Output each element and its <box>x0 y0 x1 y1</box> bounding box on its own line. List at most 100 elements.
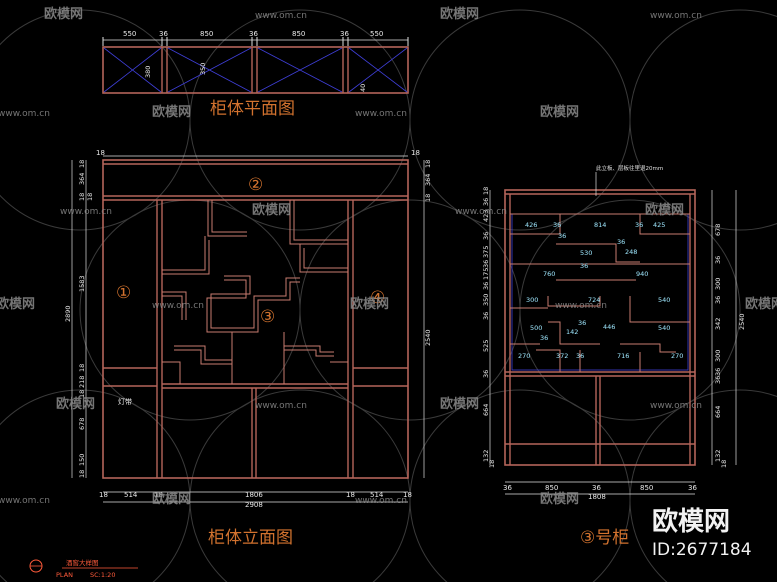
elev-bot-dim-1: 18 <box>99 491 108 499</box>
cab3-dim-i: 36 <box>617 238 625 246</box>
elev-left-dim-11: 150 <box>78 454 86 466</box>
cab3-dim-u: 36 <box>540 334 548 342</box>
cab3-dim-z: 270 <box>671 352 683 360</box>
watermark-logo-9: 欧模网 <box>745 296 777 312</box>
watermark-url-2: www.om.cn <box>650 11 702 21</box>
cab3-dim-g: 530 <box>580 249 592 257</box>
watermark-logo-11: 欧模网 <box>440 396 479 412</box>
watermark-url-10: www.om.cn <box>650 401 702 411</box>
elev-right-dim-4: 2540 <box>424 329 432 346</box>
cab3-left-dim-1: 18 <box>482 187 490 195</box>
cab3-dim-n: 724 <box>588 296 600 304</box>
zone-1-note: 灯带 <box>118 397 132 406</box>
cab3-right-dim-total: 2540 <box>738 313 746 330</box>
cab3-dim-f: 36 <box>558 232 566 240</box>
watermark-url-9: www.om.cn <box>255 401 307 411</box>
cab3-dim-v: 270 <box>518 352 530 360</box>
cab3-dim-y: 716 <box>617 352 629 360</box>
cab3-right-dim-5: 342 <box>714 318 722 330</box>
watermark-url-11: www.om.cn <box>0 496 50 506</box>
watermark-url-6: www.om.cn <box>455 207 507 217</box>
cab3-dim-j: 760 <box>543 270 555 278</box>
elev-top-dim-left: 18 <box>96 149 105 157</box>
cab3-left-dim-14: 132 <box>482 450 490 462</box>
cab3-left-dim-3: 423 <box>482 210 490 222</box>
cab3-dim-p: 500 <box>530 324 542 332</box>
cab3-dim-o: 540 <box>658 296 670 304</box>
cab3-left-dim-7: 175 <box>482 268 490 280</box>
zone-3-label: ③ <box>260 307 275 327</box>
brand-name: 欧模网 <box>652 506 730 537</box>
watermark-logo-4: 欧模网 <box>540 104 579 120</box>
plan-dim-1: 550 <box>123 30 136 38</box>
elev-left-dim-7: 18 <box>78 364 86 372</box>
watermark-logo-10: 欧模网 <box>56 396 95 412</box>
watermark-logo-8: 欧模网 <box>350 296 389 312</box>
plan-dim-7: 550 <box>370 30 383 38</box>
watermark-logo-13: 欧模网 <box>540 491 579 507</box>
cab3-dim-x: 36 <box>576 352 584 360</box>
cab3-dim-h: 248 <box>625 248 637 256</box>
cab3-note: 此立板、层板往里退20mm <box>596 164 663 172</box>
stamp-title: 酒窖大样图 <box>66 558 99 567</box>
watermark-url-12: www.om.cn <box>355 496 407 506</box>
cab3-dim-l: 940 <box>636 270 648 278</box>
elev-left-dim-1: 18 <box>78 160 86 168</box>
cab3-bot-dim-3: 36 <box>592 484 601 492</box>
cab3-right-dim-8: 300 <box>714 350 722 362</box>
elev-right-dim-1: 18 <box>424 160 432 168</box>
watermark-logo-6: 欧模网 <box>645 202 684 218</box>
cab3-right-dim-11: 132 <box>714 450 722 462</box>
cabinet-3-title: ③号柜 <box>580 528 629 548</box>
elevation-view: 18 18 18 364 18 18 1583 2890 18 218 18 6… <box>64 149 432 509</box>
cab3-dim-c: 814 <box>594 221 606 229</box>
cab3-left-dim-2: 36 <box>482 198 490 206</box>
cab3-dim-m: 300 <box>526 296 538 304</box>
cab3-left-dim-6: 36 <box>482 260 490 268</box>
elev-left-dim-12: 18 <box>78 470 86 478</box>
cab3-left-dim-8: 36 <box>482 282 490 290</box>
watermark-logo-1: 欧模网 <box>44 6 83 22</box>
cab3-left-dim-9: 350 <box>482 294 490 306</box>
watermarks: 欧模网 www.om.cn 欧模网 www.om.cn www.om.cn 欧模… <box>0 6 777 507</box>
cab3-left-dim-10: 36 <box>482 312 490 320</box>
elev-left-dim-9: 18 <box>78 390 86 398</box>
cab3-bot-dim-2: 850 <box>545 484 558 492</box>
cab3-left-dim-15: 18 <box>488 460 496 468</box>
plan-dim-6: 36 <box>340 30 349 38</box>
plan-dim-2: 36 <box>159 30 168 38</box>
cab3-left-dim-4: 36 <box>482 232 490 240</box>
watermark-logo-7: 欧模网 <box>0 296 35 312</box>
brand-id: ID:2677184 <box>652 540 752 560</box>
watermark-url-8: www.om.cn <box>555 301 607 311</box>
cab3-right-dim-12: 18 <box>720 460 728 468</box>
cab3-dim-q: 446 <box>603 323 615 331</box>
watermark-url-1: www.om.cn <box>255 11 307 21</box>
plan-title: 柜体平面图 <box>210 99 295 119</box>
cab3-dim-t: 36 <box>578 319 586 327</box>
elev-right-dim-3: 18 <box>424 194 432 202</box>
cab3-right-dim-10: 664 <box>714 406 722 418</box>
cab3-left-dim-12: 36 <box>482 370 490 378</box>
watermark-url-3: www.om.cn <box>0 109 50 119</box>
elev-left-dim-5: 1583 <box>78 275 86 292</box>
elevation-title: 柜体立面图 <box>208 528 293 548</box>
cab3-dim-b: 36 <box>553 221 561 229</box>
cab3-bot-dim-4: 850 <box>640 484 653 492</box>
cab3-dim-w: 372 <box>556 352 568 360</box>
cab3-dim-e: 425 <box>653 221 665 229</box>
elev-left-dim-2: 364 <box>78 173 86 185</box>
stamp-plan: PLAN <box>56 571 73 579</box>
watermark-logo-3: 欧模网 <box>152 104 191 120</box>
cab3-dim-s: 142 <box>566 328 578 336</box>
plan-side-c: 40 <box>359 84 367 92</box>
watermark-url-5: www.om.cn <box>60 207 112 217</box>
elev-bot-dim-5: 18 <box>346 491 355 499</box>
watermark-url-4: www.om.cn <box>355 109 407 119</box>
cab3-dim-k: 36 <box>580 262 588 270</box>
title-stamp: 酒窖大样图 PLAN SC:1:20 <box>29 558 138 579</box>
stamp-scale: SC:1:20 <box>90 571 115 579</box>
cab3-dim-a: 426 <box>525 221 537 229</box>
cab3-dim-r: 540 <box>658 324 670 332</box>
